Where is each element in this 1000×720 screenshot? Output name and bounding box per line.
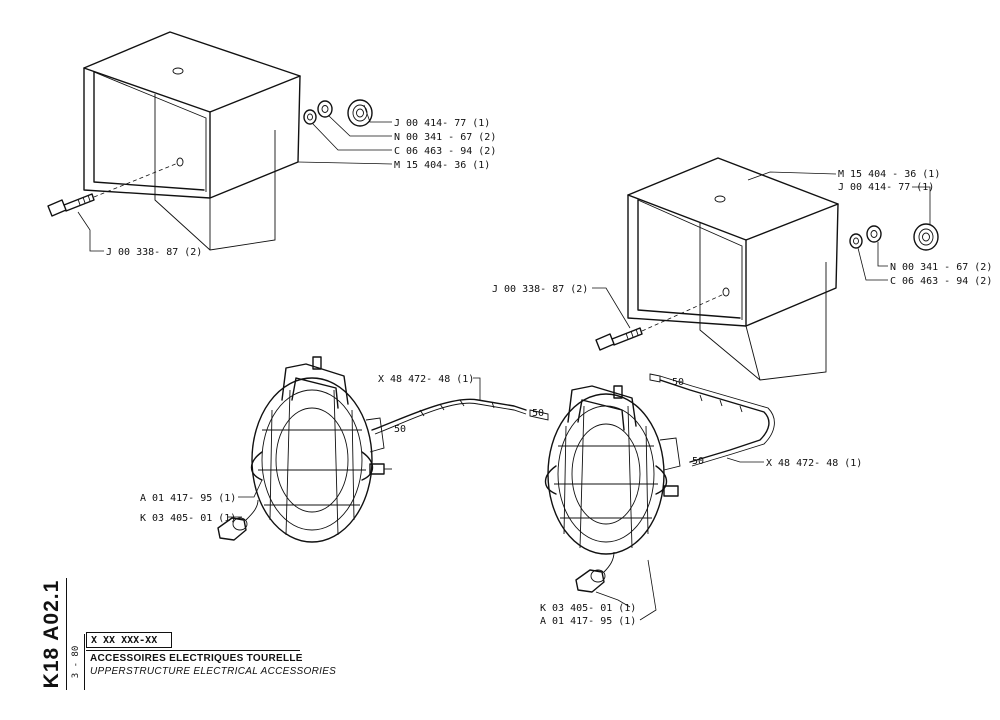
bolt-right [595,293,725,351]
washer-right [849,233,863,249]
label-cable-left: X 48 472- 48 (1) [378,374,474,385]
dimension-label-b: 50 [532,408,544,419]
bolt-left [47,162,179,217]
label-cable-right: X 48 472- 48 (1) [766,458,862,469]
label-washer-left: C 06 463 - 94 (2) [394,146,496,157]
lamp-cover-left [83,31,301,251]
label-bush-left: J 00 414- 77 (1) [394,118,490,129]
title-french: ACCESSOIRES ELECTRIQUES TOURELLE [90,653,303,664]
bulb-right [575,551,615,593]
sheet-date-text: 3 - 80 [71,645,81,679]
label-washer-right: C 06 463 - 94 (2) [890,276,992,287]
ring-right [866,225,882,243]
cover-assembly-right: M 15 404 - 36 (1) J 00 414- 77 (1) N 00 … [492,157,992,381]
label-bulb-left: K 03 405- 01 (1) [140,513,236,524]
dimension-label-d: 50 [672,377,684,388]
sheet-code: K18 A02.1 [38,578,67,690]
label-bush-right: J 00 414- 77 (1) [838,182,934,193]
cover-assembly-left: J 00 414- 77 (1) N 00 341 - 67 (2) C 06 … [47,31,496,258]
bulb-left [217,499,259,541]
title-english: UPPERSTRUCTURE ELECTRICAL ACCESSORIES [90,666,337,677]
washer-left [303,109,317,125]
cable-left [371,398,549,435]
label-bulb-right: K 03 405- 01 (1) [540,603,636,614]
cable-right [649,373,775,467]
label-bolt-right: J 00 338- 87 (2) [492,284,588,295]
label-cover-right: M 15 404 - 36 (1) [838,169,940,180]
part-code-box: X XX XXX-XX [86,632,172,648]
sheet-code-text: K18 A02.1 [40,579,63,689]
label-bolt-left: J 00 338- 87 (2) [106,247,202,258]
label-ring-right: N 00 341 - 67 (2) [890,262,992,273]
work-lamp-right [544,385,681,555]
sheet-date: 3 - 80 [68,634,85,690]
dimension-label-c: 50 [692,456,704,467]
label-cover-left: M 15 404- 36 (1) [394,160,490,171]
label-lamp-left: A 01 417- 95 (1) [140,493,236,504]
ring-left [317,100,333,118]
bush-right [913,223,939,251]
dimension-label-a: 50 [394,424,406,435]
bush-left [347,99,373,127]
work-lamp-left [250,356,392,543]
lamp-cover-right [627,157,839,381]
label-ring-left: N 00 341 - 67 (2) [394,132,496,143]
title-divider [86,650,300,651]
label-lamp-right: A 01 417- 95 (1) [540,616,636,627]
